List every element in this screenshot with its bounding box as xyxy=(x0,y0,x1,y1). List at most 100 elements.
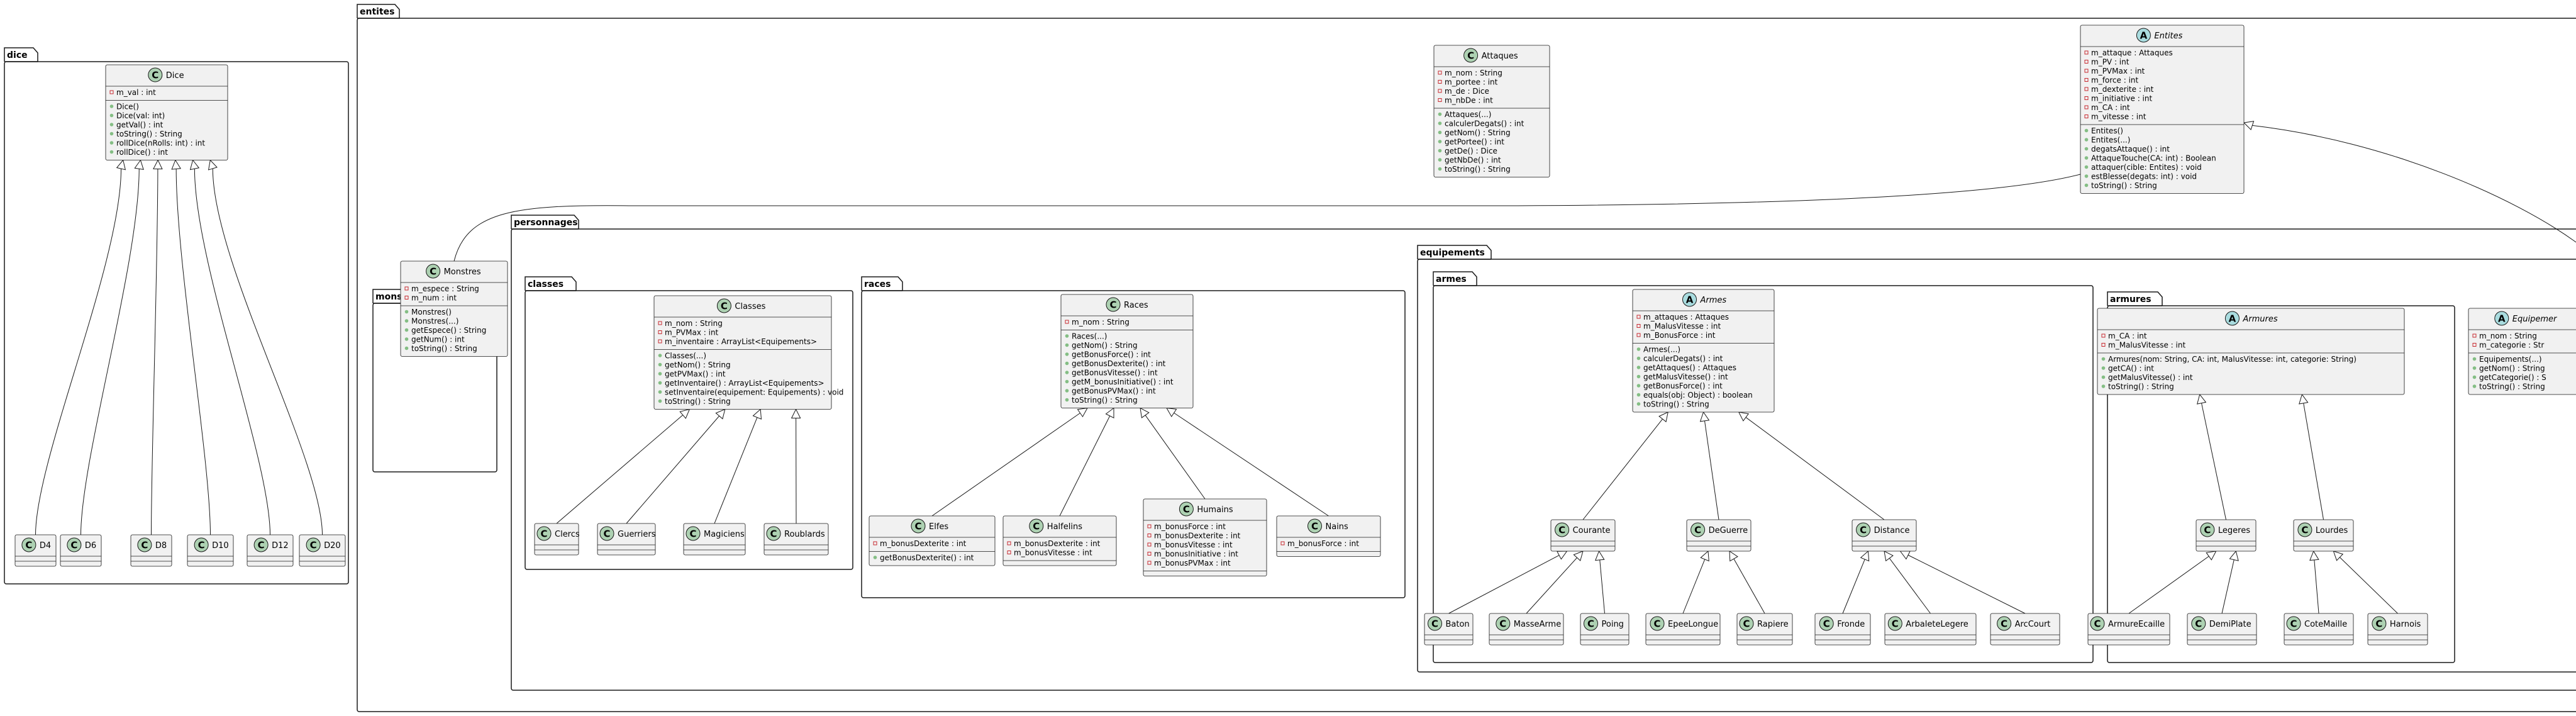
private-visibility-icon xyxy=(658,330,662,334)
class-name: Clercs xyxy=(555,530,580,539)
public-visibility-icon xyxy=(1636,347,1641,351)
inheritance-edge xyxy=(2128,556,2209,614)
class-method: Armures(nom: String, CA: int, MalusVites… xyxy=(2108,355,2357,364)
class-icon xyxy=(1496,616,1511,631)
package-armes: armes xyxy=(1433,271,2094,663)
class-icon xyxy=(1428,616,1442,631)
inheritance-arrowhead xyxy=(2229,550,2239,561)
private-visibility-icon xyxy=(2101,333,2106,338)
public-visibility-icon xyxy=(1065,334,1069,338)
private-visibility-icon xyxy=(1636,315,1641,319)
inheritance-edge xyxy=(2201,403,2226,520)
class-icon xyxy=(1463,48,1479,63)
private-visibility-icon xyxy=(1438,80,1442,84)
class-field: m_vitesse : int xyxy=(2091,113,2146,121)
class-stereotype-letter: C xyxy=(914,521,921,532)
inheritance-arrowhead xyxy=(679,408,691,419)
class-field: m_inventaire : ArrayList<Equipements> xyxy=(665,337,817,346)
public-visibility-icon xyxy=(109,150,114,154)
class-guerriers[interactable]: C Guerriers xyxy=(597,523,656,556)
public-visibility-icon xyxy=(1065,361,1069,366)
class-field: m_nom : String xyxy=(2479,332,2537,340)
class-icon xyxy=(1106,297,1121,312)
class-stereotype-letter: C xyxy=(2375,618,2382,630)
inheritance-arrowhead xyxy=(2333,551,2344,561)
class-name: Equipemer xyxy=(2512,315,2558,324)
inheritance-arrowhead xyxy=(116,159,126,171)
class-stereotype-letter: A xyxy=(1686,294,1694,306)
class-icon xyxy=(1739,616,1754,631)
public-visibility-icon xyxy=(109,113,114,118)
class-stereotype-letter: A xyxy=(2498,313,2506,325)
class-method: Dice() xyxy=(116,103,139,111)
inheritance-arrowhead xyxy=(171,159,181,170)
class-name: Distance xyxy=(1874,526,1910,535)
inheritance-arrowhead xyxy=(1557,551,1568,560)
class-field: m_num : int xyxy=(411,294,457,303)
inheritance-edge xyxy=(1733,558,1765,614)
class-name: D10 xyxy=(212,541,229,551)
class-stereotype-letter: C xyxy=(603,529,610,540)
class-stereotype-letter: C xyxy=(689,529,696,540)
class-icon xyxy=(1584,616,1598,631)
class-field: m_val : int xyxy=(116,88,156,97)
class-name: Monstres xyxy=(444,267,481,277)
class-name: Guerriers xyxy=(618,530,656,539)
class-field: m_bonusVitesse : int xyxy=(1154,540,1233,549)
class-stereotype-letter: C xyxy=(1694,525,1701,536)
inheritance-arrowhead xyxy=(1884,551,1894,562)
private-visibility-icon xyxy=(2084,78,2089,82)
class-field: m_PVMax : int xyxy=(665,328,719,337)
class-stereotype-letter: C xyxy=(1467,50,1474,62)
private-visibility-icon xyxy=(2084,115,2089,118)
class-stereotype-letter: C xyxy=(2204,525,2211,536)
class-stereotype-letter: C xyxy=(430,266,436,277)
class-field: m_espece : String xyxy=(411,284,479,293)
class-method: getBonusForce() : int xyxy=(1643,382,1723,391)
inheritance-arrowhead xyxy=(791,408,801,419)
package-label-classes: classes xyxy=(528,279,564,289)
public-visibility-icon xyxy=(1438,121,1442,125)
inheritance-edge xyxy=(453,172,2085,262)
class-box xyxy=(1884,613,1977,646)
